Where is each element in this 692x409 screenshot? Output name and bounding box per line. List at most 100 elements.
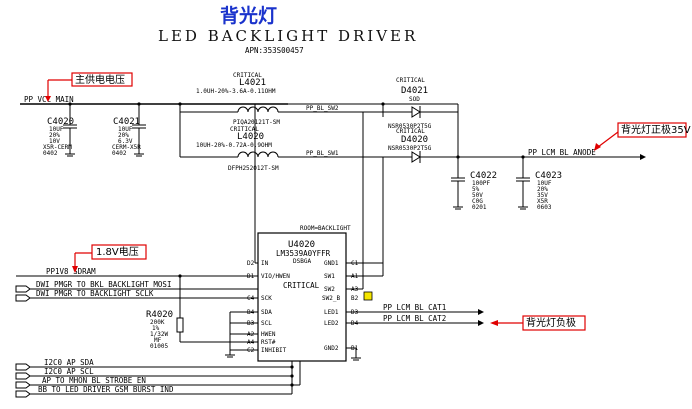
l4021-tag: CRITICAL bbox=[233, 72, 262, 79]
wire-sda-scl bbox=[225, 311, 258, 358]
pin-sw2b: SW2_B bbox=[322, 295, 340, 302]
r4020-ref: R4020 bbox=[146, 310, 173, 320]
capacitor-c4022: C4022 100PF 5% 50V C0G 0201 bbox=[451, 155, 497, 211]
c4022-diel: C0G bbox=[472, 198, 483, 205]
pin-hwen: HWEN bbox=[261, 331, 276, 338]
capacitor-c4021: C4021 10UF 20% 6.3V CERM-X5R 0402 bbox=[112, 102, 146, 157]
net-label-bl-sw2: PP_BL_SW2 bbox=[306, 105, 339, 112]
pin-sda: SDA bbox=[261, 309, 272, 316]
net-label-anode: PP_LCM_BL_ANODE bbox=[528, 148, 596, 157]
pin-in: IN bbox=[261, 260, 269, 267]
c4023-diel: X5R bbox=[537, 198, 548, 205]
wire-sw-pins bbox=[346, 112, 384, 301]
c4021-tol: 20% bbox=[118, 132, 129, 139]
net-i2c-scl: I2C0_AP_SCL bbox=[15, 367, 292, 380]
net-1v8: PP1V8_SDRAM bbox=[16, 267, 258, 277]
net-label-cat1: PP_LCM_BL_CAT1 bbox=[383, 303, 446, 312]
c4020-value: 10UF bbox=[49, 126, 64, 133]
pin-led1: LED1 bbox=[324, 309, 339, 316]
pin-sck: SCK bbox=[261, 295, 272, 302]
u4020-pkg: DSBGA bbox=[293, 258, 311, 265]
net-label-ap-to-mhon: AP_TO_MHON_BL_STROBE_EN bbox=[42, 376, 146, 385]
pin-rstn: RST# bbox=[261, 339, 276, 346]
annotation-1v8: 1.8V电压 bbox=[72, 244, 147, 273]
page-title: 背光灯 bbox=[220, 4, 277, 27]
r4020-tol: 1% bbox=[152, 325, 160, 332]
ball-sw2b: B2 bbox=[351, 295, 359, 302]
u4020-part: LM3539A0YFFR bbox=[276, 249, 331, 258]
net-dwi-mosi: DWI_PMGR_TO_BKL_BACKLIGHT_MOSI bbox=[15, 280, 258, 293]
r4020-pkg: 01005 bbox=[150, 343, 168, 350]
net-bb-to-led: BB_TO_LED_DRIVER_GSM_BURST_IND bbox=[15, 385, 292, 398]
c4022-tol: 5% bbox=[472, 186, 480, 193]
inductor-l4021: CRITICAL L4021 1.0UH-20%-3.6A-0.11OHM PI… bbox=[178, 72, 383, 126]
d4020-ref: D4020 bbox=[401, 135, 428, 145]
r4020-value: 200K bbox=[150, 319, 165, 326]
d4021-part: NSR0530P2T5G bbox=[388, 123, 432, 130]
c4021-value: 10UF bbox=[118, 126, 133, 133]
capacitor-c4023: C4023 10UF 20% 35V X5R 0603 bbox=[516, 155, 562, 211]
c4020-ref: C4020 bbox=[47, 117, 74, 127]
net-cat1: PP_LCM_BL_CAT1 bbox=[346, 303, 484, 315]
pin-led2: LED2 bbox=[324, 320, 339, 327]
d4020-tag: CRITICAL bbox=[396, 128, 425, 135]
c4023-tol: 20% bbox=[537, 186, 548, 193]
l4020-spec: 10UH-20%-0.72A-0.9OHM bbox=[196, 142, 272, 149]
net-dwi-sclk: DWI_PMGR_TO_BACKLIGHT_SCLK bbox=[15, 289, 258, 302]
net-ap-to-mhon: AP_TO_MHON_BL_STROBE_EN bbox=[15, 376, 292, 389]
pin-sw1: SW1 bbox=[324, 273, 335, 280]
annotation-cathode-text: 背光灯负极 bbox=[526, 316, 576, 329]
c4020-diel: X5R-CERM bbox=[43, 144, 72, 151]
pin-vio-hwen: VIO/HWEN bbox=[261, 273, 290, 280]
l4021-pkg: PIQA20121T-SM bbox=[233, 119, 280, 126]
c4020-volt: 10V bbox=[49, 138, 60, 145]
pin-scl: SCL bbox=[261, 320, 272, 327]
c4021-diel: CERM-X5R bbox=[112, 144, 141, 151]
c4023-volt: 35V bbox=[537, 192, 548, 199]
l4021-ref: L4021 bbox=[239, 78, 266, 88]
page-subtitle: LED BACKLIGHT DRIVER bbox=[158, 27, 418, 45]
u4020-ref: U4020 bbox=[288, 240, 315, 250]
net-cat2: PP_LCM_BL_CAT2 bbox=[346, 314, 484, 326]
annotation-cathode: 背光灯负极 bbox=[490, 315, 586, 331]
net-label-bb-to-led: BB_TO_LED_DRIVER_GSM_BURST_IND bbox=[38, 385, 174, 394]
annotation-anode-text: 背光灯正极35V bbox=[621, 123, 691, 136]
diode-d4021: CRITICAL D4021 SOD NSR0530P2T5G bbox=[383, 77, 458, 130]
capacitor-c4020: C4020 10UF 20% 10V X5R-CERM 0402 bbox=[43, 102, 77, 157]
annotation-1v8-text: 1.8V电压 bbox=[96, 245, 139, 258]
c4021-volt: 6.3V bbox=[118, 138, 133, 145]
d4021-kind: SOD bbox=[409, 96, 420, 103]
c4021-pkg: 0402 bbox=[112, 150, 127, 157]
c4023-value: 10UF bbox=[537, 180, 552, 187]
u4020-room: ROOM=BACKLIGHT bbox=[300, 225, 351, 232]
c4020-pkg: 0402 bbox=[43, 150, 58, 157]
net-label-cat2: PP_LCM_BL_CAT2 bbox=[383, 314, 446, 323]
annotation-main-supply-text: 主供电电压 bbox=[75, 73, 125, 86]
c4023-ref: C4023 bbox=[535, 171, 562, 181]
pin-gnd2: GND2 bbox=[324, 345, 339, 352]
c4023-pkg: 0603 bbox=[537, 204, 552, 211]
r4020-type: MF bbox=[154, 337, 162, 344]
net-anode: PP_LCM_BL_ANODE bbox=[382, 148, 646, 263]
c4022-volt: 50V bbox=[472, 192, 483, 199]
d4021-ref: D4021 bbox=[401, 86, 428, 96]
inductor-l4020: CRITICAL L4020 10UH-20%-0.72A-0.9OHM DFP… bbox=[179, 112, 383, 172]
ground-right bbox=[346, 347, 361, 361]
pin-inhibit: INHIBIT bbox=[261, 347, 287, 354]
ic-u4020: ROOM=BACKLIGHT U4020 LM3539A0YFFR DSBGA … bbox=[247, 225, 359, 362]
l4020-ref: L4020 bbox=[237, 132, 264, 142]
diode-d4020: CRITICAL D4020 NSR0530P2T5G bbox=[383, 128, 458, 163]
l4020-pkg: DFPH252012T-SM bbox=[228, 165, 279, 172]
net-label-i2c-sda: I2C0_AP_SDA bbox=[44, 358, 94, 367]
net-label-i2c-scl: I2C0_AP_SCL bbox=[44, 367, 94, 376]
d4020-part: NSR0530P2T5G bbox=[388, 145, 432, 152]
l4021-spec: 1.0UH-20%-3.6A-0.11OHM bbox=[196, 88, 276, 95]
wire-ic-bottom bbox=[290, 361, 301, 394]
u4020-tag: CRITICAL bbox=[283, 281, 320, 290]
annotation-main-supply: 主供电电压 bbox=[45, 72, 133, 102]
resistor-r4020: R4020 200K 1% 1/32W MF 01005 bbox=[146, 274, 258, 350]
pin-gnd1: GND1 bbox=[324, 260, 339, 267]
net-label-dwi-mosi: DWI_PMGR_TO_BKL_BACKLIGHT_MOSI bbox=[36, 280, 171, 289]
c4022-ref: C4022 bbox=[470, 171, 497, 181]
